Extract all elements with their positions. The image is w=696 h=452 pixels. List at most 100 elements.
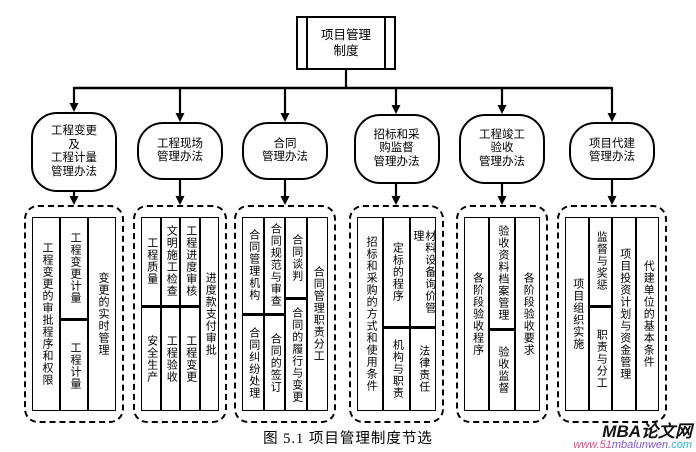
detail-cell: 合同管理职责分工 [312,266,325,362]
branch-agent-construction: 项目代建 管理办法 项目组织实施 监督与奖惩 职责与分工 项目投资计划与资金管理… [557,0,667,452]
policy-node: 合同 管理办法 [242,122,328,180]
detail-cell: 代建单位的基本条件 [642,260,655,368]
detail-cell: 合同的签订 [269,332,282,393]
detail-cell: 法律责任 [417,345,430,394]
detail-column: 定标的程序 机构与职责 [383,217,410,411]
detail-table: 工程质量 安全生产 文明施工检查 工程验收 工程进度审核 工程变更 进度款支付审… [141,217,219,411]
policy-details: 各阶段验收程序 验收资料档案管理 验收监督 各阶段验收要求 [456,205,548,423]
detail-column: 监督与奖惩 职责与分工 [588,217,612,411]
detail-cell: 工程进度审核 [184,225,197,298]
branch-contract-management: 合同 管理办法 合同管理机构 合同纠纷处理 合同规范与审查 合同的签订 合同谈判… [234,0,336,452]
predefined-process-bar-left [306,18,308,68]
detail-table: 合同管理机构 合同纠纷处理 合同规范与审查 合同的签订 合同谈判 合同的履行与变… [242,217,328,411]
detail-cell: 工程变更的审批程序和权限 [40,242,53,386]
detail-cell: 工程变更 [184,334,197,383]
predefined-process-bar-right [384,18,386,68]
detail-column: 项目组织实施 [565,217,589,411]
policy-node-label: 合同 管理办法 [262,137,308,164]
policy-node: 工程变更 及 工程计量 管理办法 [31,112,117,192]
detail-column: 工程变更计量 工程计量 [60,217,88,411]
policy-node-label: 工程竣工 验收 管理办法 [479,128,525,168]
detail-cell: 工程验收 [165,334,178,383]
detail-cell: 合同规范与审查 [269,223,282,308]
cell-divider [181,304,199,308]
policy-node: 工程现场 管理办法 [137,122,223,180]
detail-cell: 监督与奖惩 [595,231,608,292]
detail-cell: 合同谈判 [290,233,303,282]
detail-cell: 各阶段验收要求 [522,272,535,356]
detail-column: 合同管理机构 合同纠纷处理 [242,217,264,411]
detail-column: 工程进度审核 工程变更 [180,217,200,411]
cell-divider [61,318,87,322]
detail-column: 合同谈判 合同的履行与变更 [285,217,307,411]
detail-cell: 验收监督 [496,346,509,395]
watermark-url-segment[interactable]: .com [668,439,692,452]
policy-node: 工程竣工 验收 管理办法 [459,114,545,184]
detail-cell: 文明施工检查 [165,225,178,298]
policy-details: 合同管理机构 合同纠纷处理 合同规范与审查 合同的签订 合同谈判 合同的履行与变… [234,205,336,423]
detail-cell: 材料设备询价管 理 [411,229,435,314]
detail-cell: 定标的程序 [391,241,404,302]
detail-column: 代建单位的基本条件 [635,217,659,411]
cell-divider [410,325,435,329]
detail-column: 合同规范与审查 合同的签订 [263,217,285,411]
cell-divider [589,304,611,308]
detail-table: 项目组织实施 监督与奖惩 职责与分工 项目投资计划与资金管理 代建单位的基本条件 [565,217,659,411]
detail-cell: 各阶段验收程序 [471,272,484,356]
detail-column: 材料设备询价管 理 法律责任 [409,217,436,411]
detail-column: 各阶段验收程序 [464,217,490,411]
detail-cell: 项目投资计划与资金管理 [618,248,631,380]
cell-divider [264,312,284,316]
cell-divider [384,325,409,329]
branch-site-management: 工程现场 管理办法 工程质量 安全生产 文明施工检查 工程验收 工程进度审核 工… [133,0,227,452]
branch-bidding-procurement: 招标和采 购监督 管理办法 招标和采购的方式和使用条件 定标的程序 机构与职责 … [349,0,444,452]
watermark: MBA论文网 www.51mbalunwen.com [573,421,692,452]
detail-cell: 招标和采购的方式和使用条件 [365,236,378,392]
policy-details: 招标和采购的方式和使用条件 定标的程序 机构与职责 材料设备询价管 理 法律责任 [349,205,444,423]
detail-cell: 工程质量 [145,237,158,286]
detail-cell: 职责与分工 [595,328,608,389]
detail-column: 验收资料档案管理 验收监督 [489,217,515,411]
policy-node-label: 项目代建 管理办法 [589,137,635,164]
detail-cell: 机构与职责 [391,339,404,400]
policy-node-label: 工程现场 管理办法 [157,137,203,164]
detail-cell: 工程计量 [68,341,81,390]
detail-column: 招标和采购的方式和使用条件 [357,217,384,411]
cell-divider [161,304,179,308]
branch-completion-acceptance: 工程竣工 验收 管理办法 各阶段验收程序 验收资料档案管理 验收监督 各阶段验收… [456,0,548,452]
watermark-url-segment[interactable]: mbalunwen [611,439,669,452]
root-node-label: 项目管理 制度 [320,28,371,58]
detail-column: 合同管理职责分工 [306,217,328,411]
detail-column: 各阶段验收要求 [514,217,540,411]
branch-engineering-change: 工程变更 及 工程计量 管理办法 工程变更的审批程序和权限 工程变更计量 工程计… [24,0,124,452]
figure-caption: 图 5.1 项目管理制度节选 [263,431,433,447]
detail-cell: 合同管理机构 [247,229,260,302]
cell-divider [243,312,263,316]
cell-divider [286,297,306,301]
detail-cell: 合同纠纷处理 [247,326,260,399]
detail-cell: 进度款支付审批 [204,272,217,356]
cell-divider [490,327,514,331]
detail-cell: 验收资料档案管理 [496,224,509,321]
detail-column: 项目投资计划与资金管理 [612,217,636,411]
policy-node-label: 工程变更 及 工程计量 管理办法 [51,125,97,178]
policy-details: 工程质量 安全生产 文明施工检查 工程验收 工程进度审核 工程变更 进度款支付审… [133,205,227,423]
watermark-url[interactable]: www.51mbalunwen.com [573,440,692,452]
policy-node-label: 招标和采 购监督 管理办法 [373,128,420,168]
watermark-brand: MBA论文网 [602,421,692,441]
policy-details: 项目组织实施 监督与奖惩 职责与分工 项目投资计划与资金管理 代建单位的基本条件 [557,205,667,423]
detail-cell: 工程变更计量 [68,232,81,305]
detail-table: 各阶段验收程序 验收资料档案管理 验收监督 各阶段验收要求 [464,217,540,411]
cell-divider [142,304,160,308]
detail-table: 招标和采购的方式和使用条件 定标的程序 机构与职责 材料设备询价管 理 法律责任 [357,217,436,411]
detail-cell: 安全生产 [145,334,158,383]
watermark-url-segment[interactable]: www.51 [573,439,612,452]
detail-table: 工程变更的审批程序和权限 工程变更计量 工程计量 变更的实时管理 [32,217,116,411]
detail-column: 工程质量 安全生产 [141,217,161,411]
detail-column: 变更的实时管理 [88,217,116,411]
detail-cell: 合同的履行与变更 [290,307,303,404]
detail-cell: 项目组织实施 [571,278,584,350]
detail-cell: 变更的实时管理 [96,272,109,356]
detail-column: 文明施工检查 工程验收 [160,217,180,411]
